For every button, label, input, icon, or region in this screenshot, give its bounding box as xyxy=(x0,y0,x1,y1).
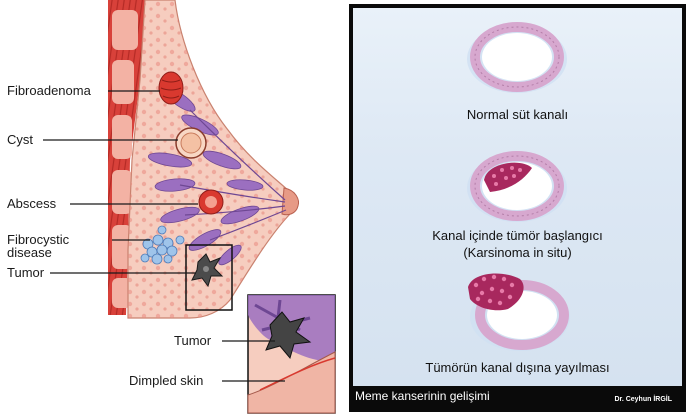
label-fibrocystic-line2: disease xyxy=(7,245,52,260)
fibrocystic-cysts xyxy=(140,225,185,265)
panel-title: Meme kanserinin gelişimi xyxy=(355,389,490,403)
tumor-highlight-box xyxy=(185,244,233,311)
tumor-mass xyxy=(191,253,224,288)
spreading-tumor-duct-diagram xyxy=(468,273,570,351)
label-cyst: Cyst xyxy=(7,132,33,147)
label-pointer-lines xyxy=(43,90,285,382)
milk-ducts xyxy=(179,109,287,241)
panel-illustration-area: Normal süt kanalı Kanal içinde tümör baş… xyxy=(353,8,682,386)
label-fibroadenoma: Fibroadenoma xyxy=(7,83,91,98)
caption-spreading-tumor: Tümörün kanal dışına yayılması xyxy=(425,360,610,375)
magnified-inset xyxy=(247,294,336,414)
cyst-mass xyxy=(175,127,207,159)
breast-cross-section-illustration xyxy=(43,0,336,414)
caption-normal-duct: Normal süt kanalı xyxy=(466,107,569,122)
label-inset-tumor: Tumor xyxy=(174,333,212,348)
normal-duct-diagram xyxy=(467,22,567,93)
abscess-mass xyxy=(198,189,224,215)
fibroadenoma-mass xyxy=(158,71,184,105)
caption-in-situ-line2: (Karsinoma in situ) xyxy=(463,245,572,260)
label-abscess: Abscess xyxy=(7,196,57,211)
in-situ-duct-diagram xyxy=(467,151,567,222)
label-dimpled-skin: Dimpled skin xyxy=(129,373,204,388)
nipple xyxy=(281,187,299,216)
caption-in-situ-line1: Kanal içinde tümör başlangıcı xyxy=(432,228,603,243)
cancer-development-panel: Normal süt kanalı Kanal içinde tümör baş… xyxy=(349,4,686,412)
label-tumor: Tumor xyxy=(7,265,45,280)
panel-credit: Dr. Ceyhun İRGİL xyxy=(614,396,672,403)
label-fibrocystic-line1: Fibrocystic xyxy=(7,232,70,247)
rib-tissue xyxy=(112,10,138,308)
